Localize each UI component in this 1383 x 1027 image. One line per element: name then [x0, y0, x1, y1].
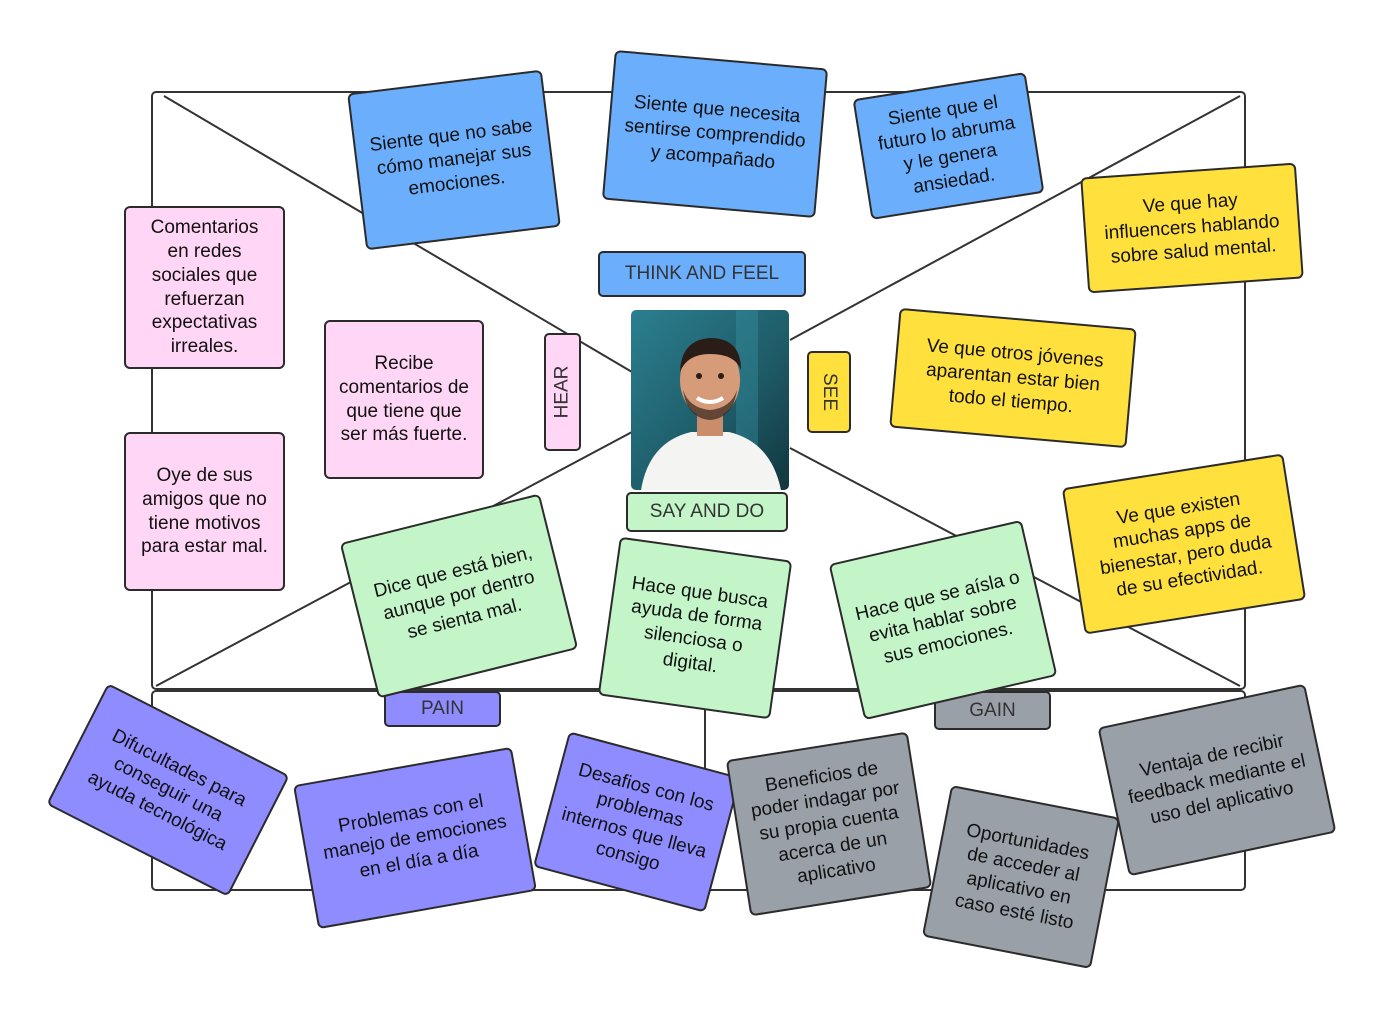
- think-note-2[interactable]: Siente que necesita sentirse comprendido…: [601, 49, 829, 219]
- think-and-feel-label: THINK AND FEEL: [598, 251, 806, 297]
- hear-note-2[interactable]: Recibe comentarios de que tiene que ser …: [324, 320, 484, 479]
- pain-label: PAIN: [384, 691, 501, 727]
- see-label: SEE: [807, 351, 851, 433]
- say-note-2[interactable]: Hace que busca ayuda de forma silenciosa…: [597, 536, 793, 720]
- say-and-do-label: SAY AND DO: [626, 492, 788, 532]
- hear-note-3[interactable]: Oye de sus amigos que no tiene motivos p…: [124, 432, 285, 591]
- persona-avatar: [631, 310, 789, 490]
- hear-note-1[interactable]: Comentarios en redes sociales que refuer…: [124, 206, 285, 369]
- hear-label: HEAR: [544, 333, 581, 451]
- see-note-1[interactable]: Ve que hay influencers hablando sobre sa…: [1080, 162, 1304, 294]
- see-note-2[interactable]: Ve que otros jóvenes aparentan estar bie…: [889, 307, 1137, 449]
- think-note-1[interactable]: Siente que no sabe cómo manejar sus emoc…: [347, 69, 561, 251]
- gain-note-2[interactable]: Oportunidades de acceder al aplicativo e…: [921, 785, 1121, 969]
- gain-note-1[interactable]: Beneficios de poder indagar por su propi…: [725, 731, 933, 917]
- gain-label: GAIN: [934, 691, 1051, 730]
